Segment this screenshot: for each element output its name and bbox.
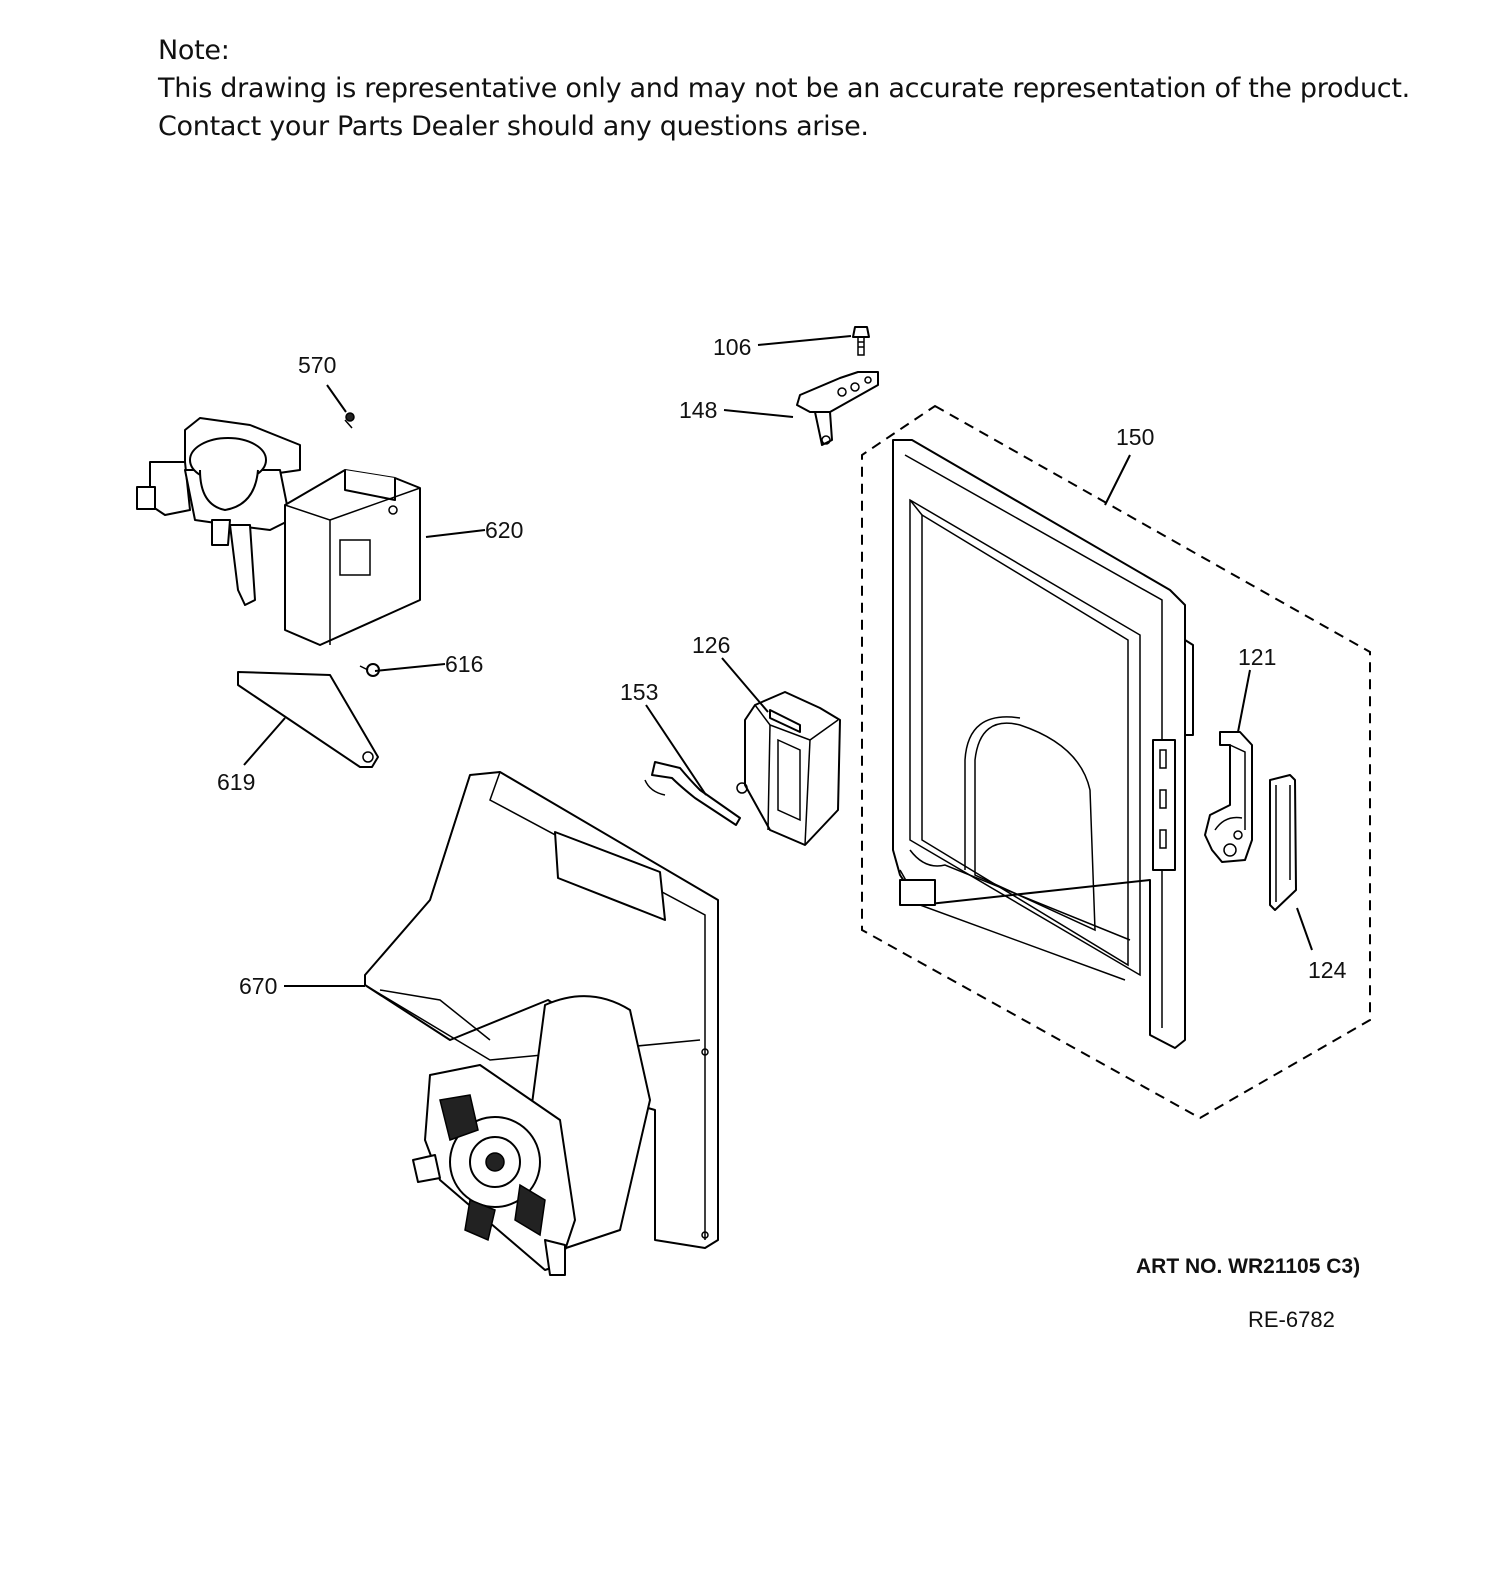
note-heading: Note: [158,35,230,66]
callout-619: 619 [217,769,255,795]
part-153-rod [644,761,741,826]
part-670-ice-bucket [364,771,719,1276]
callout-616: 616 [445,651,483,677]
callout-570: 570 [298,352,336,378]
callout-124: 124 [1308,957,1347,983]
leader-124 [1296,907,1313,951]
disclaimer-note: Note: This drawing is representative onl… [158,32,1410,146]
reference-number: RE-6782 [1248,1307,1335,1332]
callout-620: 620 [485,517,523,543]
callout-670: 670 [239,973,277,999]
note-line-1: This drawing is representative only and … [158,73,1410,104]
leader-150 [1104,454,1131,506]
callout-148: 148 [679,397,717,423]
leader-126 [721,657,769,713]
callout-126: 126 [692,632,730,658]
leader-620 [425,529,486,538]
leader-570 [326,384,347,413]
callout-106: 106 [713,334,751,360]
part-124-handle-strip [1269,774,1297,911]
part-126-chute-bracket [736,691,841,846]
callout-153: 153 [620,679,658,705]
callout-labels: 570 620 616 619 670 106 148 150 126 153 … [217,334,1347,999]
part-121-latch [1204,731,1253,863]
leader-148 [723,409,794,418]
note-line-2: Contact your Parts Dealer should any que… [158,111,869,142]
part-620-ice-maker [136,412,421,646]
leader-lines [243,335,1313,987]
art-number: ART NO. WR21105 C3) [1136,1255,1361,1278]
callout-150: 150 [1116,424,1154,450]
leader-619 [243,717,286,766]
part-148-bracket [796,371,879,446]
part-150-door-assembly [861,404,1371,1120]
leader-106 [757,335,852,346]
leader-616 [374,663,446,672]
part-619-cover [237,671,379,768]
callout-121: 121 [1238,644,1276,670]
leader-121 [1237,669,1251,733]
leader-153 [645,704,707,796]
part-106-screw [852,326,870,356]
